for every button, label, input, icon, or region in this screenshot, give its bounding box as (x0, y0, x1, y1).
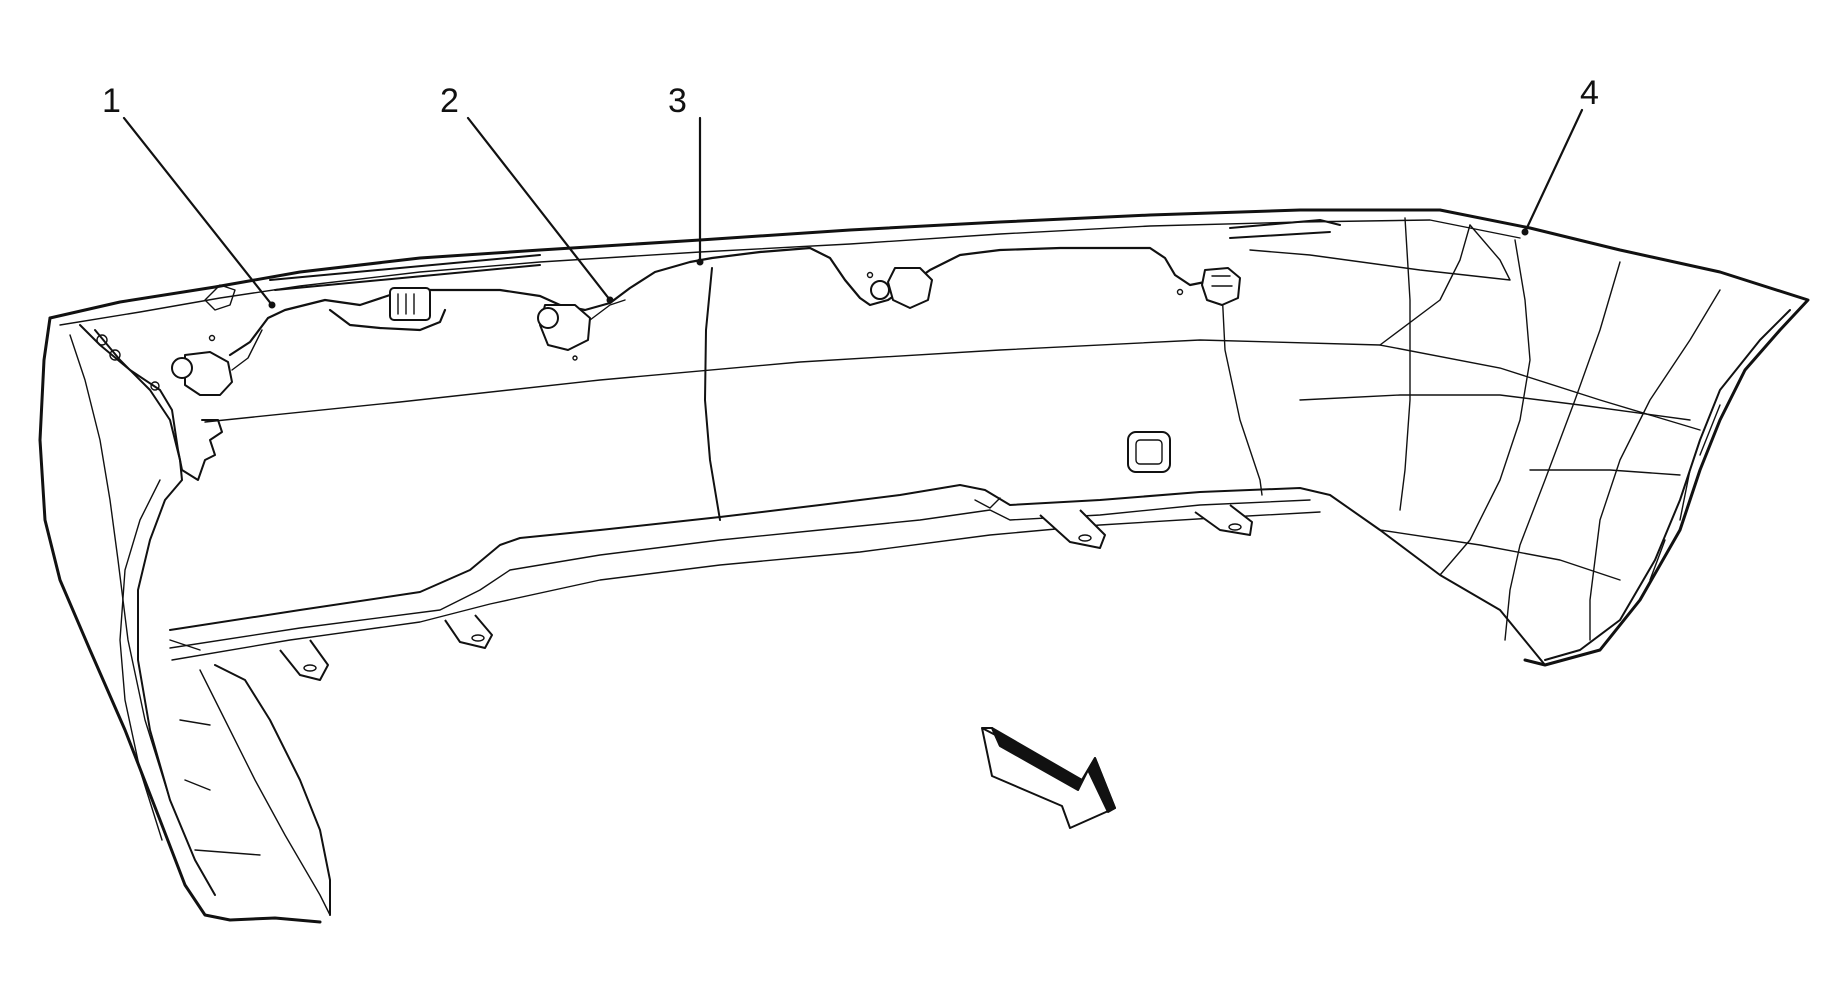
park-assist-harness (171, 246, 1241, 396)
mount-tab-4 (1194, 504, 1253, 536)
leader-1 (122, 116, 274, 307)
park-sensor-2-lead (589, 299, 626, 321)
fascia-right-seam-3 (1504, 261, 1621, 641)
park-sensor-3 (870, 267, 933, 309)
fascia-outer-outline (48, 208, 1810, 667)
bumper-fascia (38, 208, 1810, 924)
left-end-bracket (79, 284, 236, 481)
park-sensor-3-head (870, 280, 890, 300)
mount-tab-1 (279, 639, 329, 681)
mount-tab-1-hole (303, 664, 317, 672)
fascia-upper-crease-2 (1379, 224, 1471, 346)
fascia-right-seam-4 (1589, 289, 1721, 641)
park-sensor-1-lead (231, 329, 263, 371)
arrow-shadow (991, 727, 1116, 813)
front-direction-arrow-icon (981, 727, 1116, 829)
fascia-left-inner-line-b (119, 479, 163, 841)
harness-clip-2 (866, 271, 874, 279)
fascia-upper-crease (204, 339, 1701, 431)
lower-mount-tabs (279, 497, 1253, 681)
fascia-right-seam-1 (1399, 217, 1411, 511)
leader-1-dot (268, 301, 276, 309)
fascia-lower-left-flange (214, 664, 331, 916)
fascia-top-rim-inner (59, 219, 1521, 326)
harness-wire-lower (328, 308, 447, 332)
leader-3-dot (696, 258, 704, 266)
arrow-top-edge (982, 727, 1001, 747)
fascia-left-inner-line-c (199, 669, 331, 916)
fascia-left-inner-line-d (169, 639, 261, 856)
harness-wire-main (228, 246, 1207, 357)
harness-connector-1-detail (397, 293, 415, 315)
license-lamp-pocket (1127, 431, 1171, 473)
lamp-pocket-inner (1135, 439, 1163, 465)
mount-tab-4-hole (1228, 523, 1242, 531)
park-sensor-1-head (171, 357, 193, 379)
mount-tab-3 (1039, 509, 1106, 549)
mount-tab-2-hole (471, 634, 485, 642)
fascia-right-upper-panel (1249, 224, 1511, 281)
leader-2-dot (606, 296, 614, 304)
left-bracket-hole-2 (109, 349, 121, 361)
harness-clip-1 (208, 334, 216, 342)
callout-1: 1 (102, 82, 121, 120)
leader-4 (1523, 108, 1584, 234)
park-sensor-1-body (184, 351, 233, 396)
left-bracket-arm (79, 324, 223, 481)
fascia-lower-lip-bottom (171, 511, 1321, 661)
mount-tab-3-hole (1078, 534, 1092, 542)
mount-tab-2 (444, 614, 493, 649)
park-sensor-2 (537, 299, 626, 351)
fascia-lower-lip-top (169, 484, 1546, 666)
callout-labels: 1 2 3 4 (102, 74, 1599, 120)
fascia-right-edge-inner (1544, 309, 1791, 661)
park-sensor-4-detail (1211, 275, 1233, 287)
fascia-center-right-seam (1221, 289, 1263, 496)
fascia-top-rim-strip-right (1229, 219, 1341, 239)
park-sensor-4 (1201, 267, 1241, 306)
fascia-right-crease-h1 (1299, 394, 1691, 421)
fascia-right-crease-h3 (1529, 469, 1681, 476)
harness-connector-1 (389, 287, 431, 321)
fascia-center-seam (704, 267, 721, 521)
left-bracket-hole-3 (150, 381, 160, 391)
fascia-right-seam-2 (1439, 239, 1531, 576)
callout-4: 4 (1580, 74, 1599, 112)
harness-clip-3 (1176, 288, 1184, 296)
callout-2: 2 (440, 82, 459, 120)
harness-clip-4 (572, 355, 578, 361)
park-sensor-3-body (887, 267, 933, 309)
left-bracket-tab (204, 284, 236, 311)
fascia-left-end (38, 316, 322, 924)
mount-tab-center (974, 497, 1001, 509)
fascia-left-inner-line-a (69, 334, 171, 801)
callout-leaders (122, 108, 1584, 309)
fascia-right-edge-flange (1649, 404, 1721, 581)
fascia-top-rim-strip (269, 254, 541, 291)
park-sensor-1 (171, 329, 263, 396)
callout-3: 3 (668, 82, 687, 120)
fascia-right-crease-h2 (1379, 529, 1621, 581)
leader-4-dot (1521, 228, 1529, 236)
left-bracket-hole-1 (96, 334, 108, 346)
harness-connector-1-body (389, 287, 431, 321)
park-sensor-2-head (537, 307, 559, 329)
leader-2 (466, 116, 612, 302)
lamp-pocket-outer (1127, 431, 1171, 473)
